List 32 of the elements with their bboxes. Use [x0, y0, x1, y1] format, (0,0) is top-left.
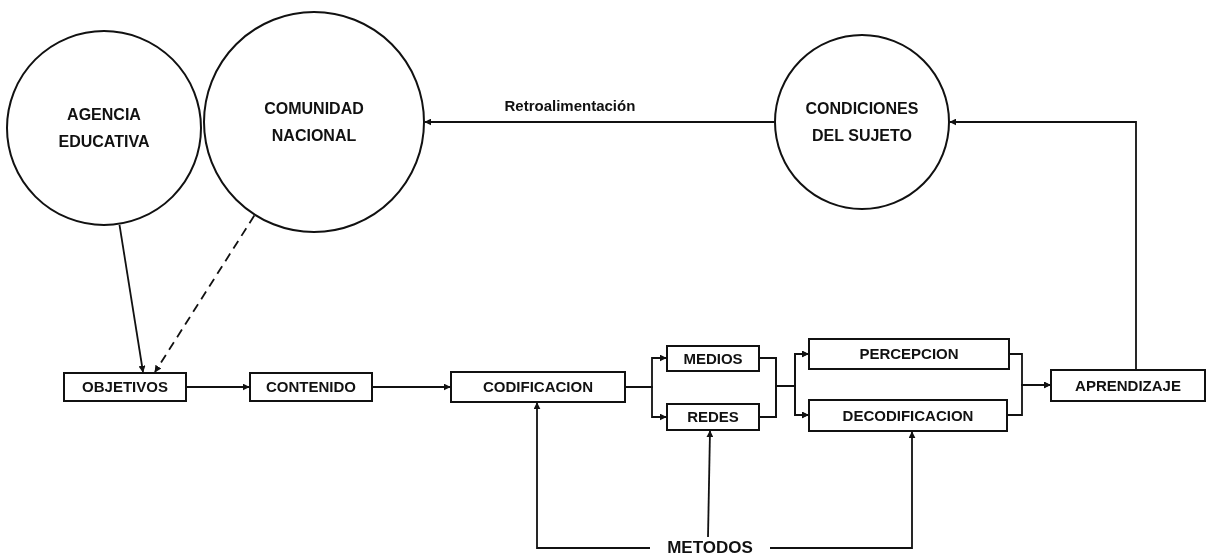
- process-box: [808, 399, 1008, 432]
- node-text: CODIFICACION: [483, 377, 593, 398]
- dashed-arrow: [154, 214, 256, 373]
- node-text: MEDIOS: [683, 348, 743, 369]
- process-box: [450, 371, 626, 403]
- arrow: [533, 402, 651, 549]
- node-text: OBJETIVOS: [82, 377, 168, 398]
- process-box: [249, 372, 373, 402]
- arrow: [949, 118, 1137, 370]
- arrow: [625, 386, 667, 421]
- node-text: REDES: [687, 407, 739, 428]
- process-box: [63, 372, 187, 402]
- process-box: [666, 345, 760, 372]
- arrow: [424, 118, 775, 126]
- node-text: PERCEPCION: [859, 344, 959, 365]
- node-text: CONTENIDO: [266, 377, 356, 398]
- node-text: COMUNIDAD NACIONAL: [263, 98, 365, 146]
- node-text: DECODIFICACION: [842, 405, 974, 426]
- process-box: [1050, 369, 1206, 402]
- node-text: METODOS: [667, 536, 753, 559]
- node-text: APRENDIZAJE: [1075, 375, 1181, 396]
- arrow: [769, 431, 916, 549]
- arrow: [372, 383, 451, 391]
- arrow: [186, 383, 250, 391]
- process-box: [666, 403, 760, 431]
- arrow: [706, 430, 714, 538]
- edge-label: Retroalimentación: [504, 98, 636, 113]
- node-text: CONDICIONES DEL SUJETO: [805, 98, 919, 146]
- arrow: [759, 385, 809, 419]
- process-box: [808, 338, 1010, 370]
- node-text: AGENCIA EDUCATIVA: [57, 104, 151, 152]
- arrow: [1007, 381, 1051, 416]
